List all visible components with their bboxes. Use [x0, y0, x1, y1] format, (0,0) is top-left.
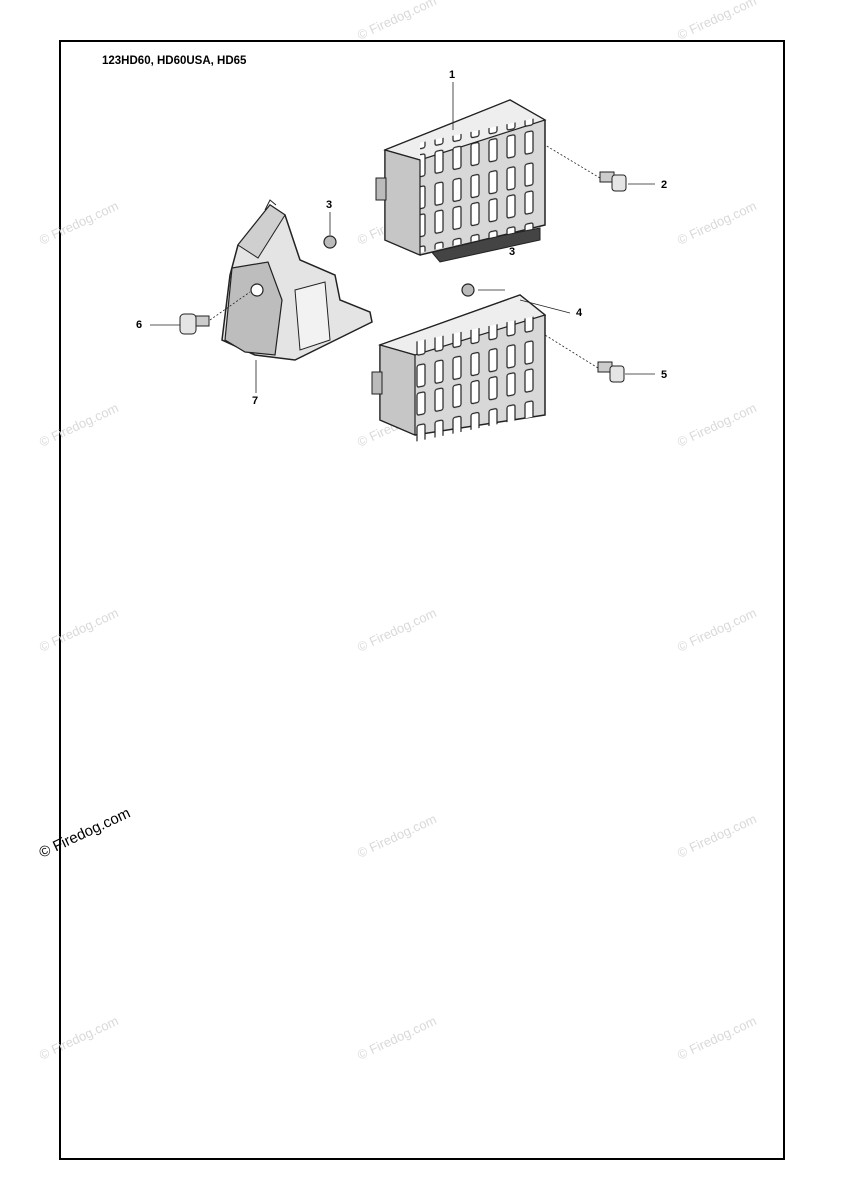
watermark: © Firedog.com	[37, 605, 121, 655]
watermark: © Firedog.com	[675, 198, 759, 248]
cover-bracket	[221, 199, 373, 361]
watermark: © Firedog.com	[355, 605, 439, 655]
callout-3: 3	[509, 246, 515, 258]
watermark: © Firedog.com	[37, 198, 121, 248]
model-title: 123HD60, HD60USA, HD65	[102, 55, 247, 67]
callout-1: 1	[449, 69, 455, 81]
cylinder-cover-upper	[375, 99, 547, 263]
callout-5: 5	[661, 369, 667, 381]
cylinder-cover-lower	[371, 294, 547, 442]
watermark: © Firedog.com	[37, 400, 121, 450]
watermark: © Firedog.com	[675, 400, 759, 450]
watermark: © Firedog.com	[675, 605, 759, 655]
watermark: © Firedog.com	[355, 1013, 439, 1063]
callout-4: 4	[576, 307, 583, 319]
nut-upper	[323, 235, 337, 249]
watermark-dark: © Firedog.com	[37, 805, 134, 862]
watermark: © Firedog.com	[675, 1013, 759, 1063]
callout-3: 3	[326, 199, 332, 211]
screw-left	[179, 313, 210, 335]
leader-lines	[150, 82, 655, 393]
callout-7: 7	[252, 395, 258, 407]
watermark: © Firedog.com	[355, 811, 439, 861]
screw-lower	[597, 361, 625, 383]
watermark: © Firedog.com	[675, 0, 759, 43]
screw-upper	[599, 171, 627, 192]
watermark: © Firedog.com	[355, 0, 439, 43]
nut-lower	[461, 283, 475, 297]
callout-2: 2	[661, 179, 667, 191]
watermark: © Firedog.com	[37, 1013, 121, 1063]
watermark: © Firedog.com	[675, 811, 759, 861]
diagram-frame	[59, 40, 785, 1160]
callout-6: 6	[136, 319, 142, 331]
